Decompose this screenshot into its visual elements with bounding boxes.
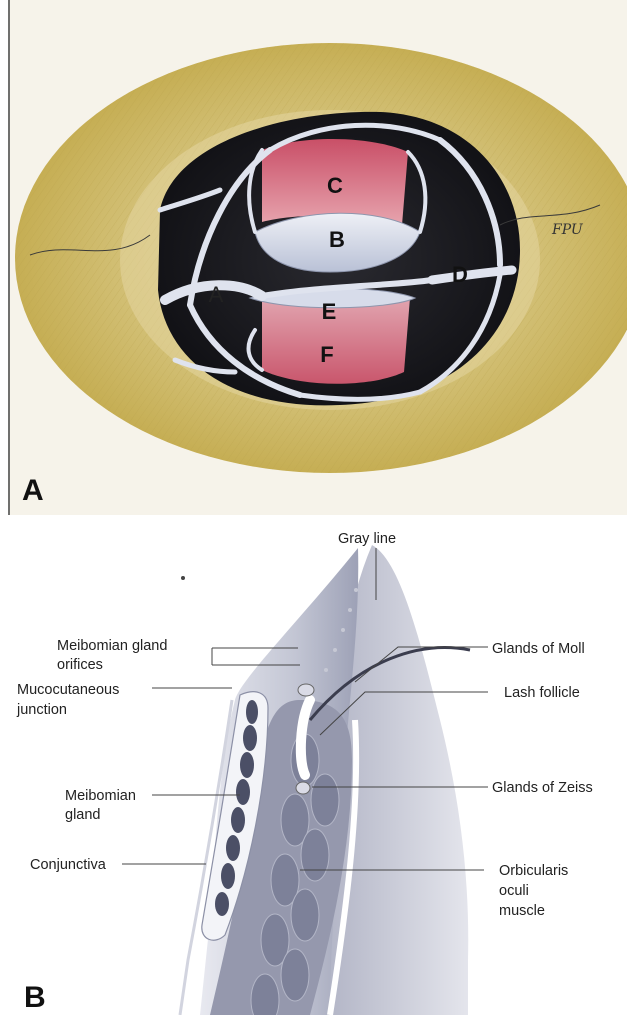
label-orbicularis-3: muscle <box>499 903 545 919</box>
label-mucocutaneous-1: Mucocutaneous <box>17 682 119 698</box>
label-meibomian-orifices-2: orifices <box>57 657 103 673</box>
label-mucocutaneous-2: junction <box>16 702 67 718</box>
artist-initials: FPU <box>551 222 584 238</box>
label-orbicularis-1: Orbicularis <box>499 863 568 879</box>
label-glands-of-moll: Glands of Moll <box>492 641 585 657</box>
label-f: F <box>320 342 333 367</box>
gland-of-moll <box>298 684 314 696</box>
label-orbicularis-2: oculi <box>499 883 529 899</box>
label-meibomian-gland-1: Meibomian <box>65 788 136 804</box>
label-d: D <box>452 262 468 287</box>
label-meibomian-orifices-1: Meibomian gland <box>57 638 167 654</box>
label-e: E <box>322 299 337 324</box>
panel-b: Gray line Meibomian gland orifices Mucoc… <box>0 518 627 1015</box>
label-gray-line: Gray line <box>338 531 396 547</box>
label-meibomian-gland-2: gland <box>65 807 100 823</box>
label-glands-of-zeiss: Glands of Zeiss <box>492 780 593 796</box>
panel-a: C B A D E F FPU A <box>8 0 627 515</box>
label-a: A <box>209 282 224 307</box>
label-b: B <box>329 227 345 252</box>
gland-of-zeiss <box>296 782 310 794</box>
panel-a-letter: A <box>22 474 44 507</box>
label-conjunctiva: Conjunctiva <box>30 857 107 873</box>
panel-b-letter: B <box>24 981 46 1014</box>
stray-dot <box>181 576 185 580</box>
label-lash-follicle: Lash follicle <box>504 685 580 701</box>
label-c: C <box>327 173 343 198</box>
